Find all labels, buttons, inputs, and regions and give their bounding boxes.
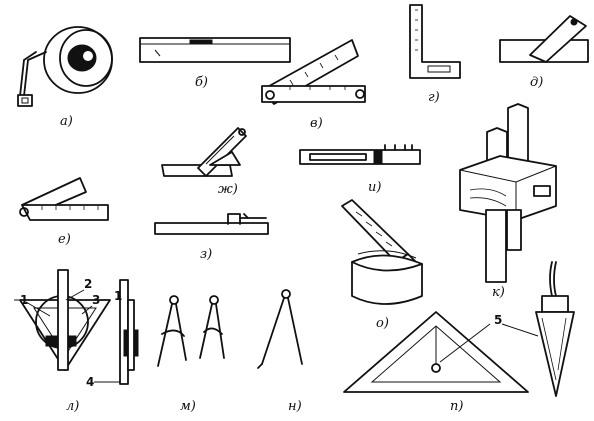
callout-5: 5 — [494, 313, 502, 327]
label-m: м) — [180, 399, 196, 414]
try-square — [409, 4, 461, 79]
sliding-bevel — [161, 127, 247, 177]
label-zh: ж) — [218, 182, 238, 197]
folded-rule — [19, 177, 109, 221]
wooden-cross-assembly — [459, 103, 557, 283]
callout-1a: 1 — [20, 293, 28, 307]
label-b: б) — [195, 75, 208, 90]
square-on-cylinder — [341, 199, 423, 305]
label-k: к) — [492, 285, 505, 300]
callout-2: 2 — [84, 277, 92, 291]
plumb-triangle — [343, 311, 529, 393]
label-z: з) — [200, 247, 212, 262]
label-d: д) — [530, 75, 543, 90]
label-g: г) — [428, 90, 440, 105]
mortise-gauge — [154, 213, 269, 235]
label-n: н) — [288, 399, 302, 414]
spirit-level — [139, 37, 291, 63]
callout-1b: 1 — [114, 289, 122, 303]
label-l: л) — [66, 399, 79, 414]
label-p: п) — [450, 399, 463, 414]
folding-rule — [261, 39, 366, 105]
calipers — [257, 289, 303, 369]
tape-measure — [17, 26, 113, 107]
callout-4: 4 — [86, 375, 94, 389]
label-i: и) — [368, 180, 381, 195]
label-o: о) — [376, 316, 389, 331]
plumb-bob — [535, 261, 575, 397]
callout-3: 3 — [92, 293, 100, 307]
label-e: е) — [58, 232, 71, 247]
label-v: в) — [310, 116, 323, 131]
compasses — [157, 295, 225, 367]
centre-finder-side — [119, 279, 139, 385]
label-a: а) — [60, 114, 73, 129]
centre-finder — [14, 269, 111, 371]
miter-square — [499, 15, 589, 63]
marking-gauge — [299, 144, 421, 165]
